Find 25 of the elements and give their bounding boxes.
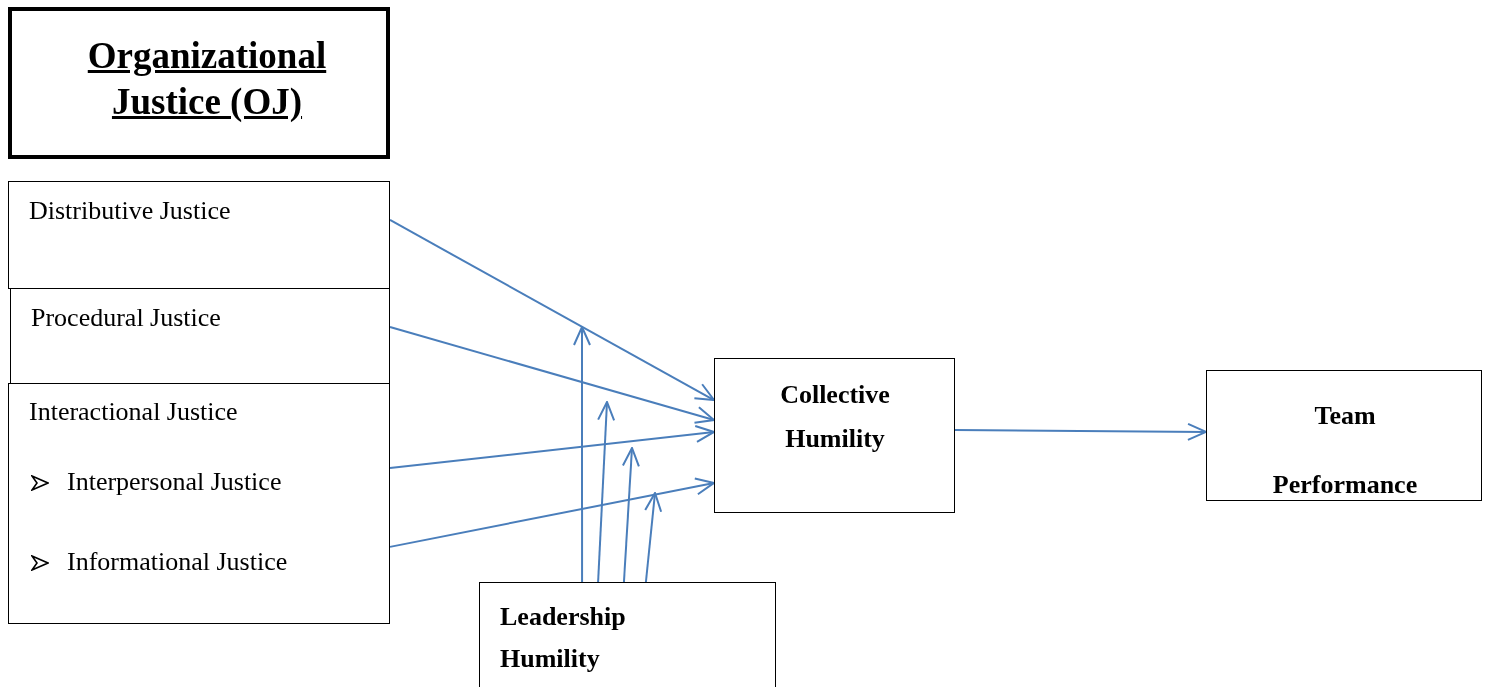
arrow [389, 326, 715, 424]
construct-box [10, 288, 390, 384]
construct-label: Interactional Justice [29, 397, 238, 427]
mediator-box [714, 358, 955, 513]
moderating-arrow [644, 492, 663, 583]
construct-label: Procedural Justice [31, 303, 221, 333]
list-item: Interpersonal Justice [67, 467, 282, 497]
construct-label: Leadership Humility [500, 601, 627, 675]
arrow [389, 477, 715, 548]
moderating-arrow [621, 447, 640, 583]
construct-label: Team Performance [1271, 400, 1419, 501]
diagram-heading: Organizational Justice (OJ) [86, 34, 328, 124]
construct-box [8, 383, 390, 624]
construct-label: Collective Humility [779, 379, 891, 455]
moderating-arrow [597, 401, 616, 583]
outcome-box [1206, 370, 1482, 501]
construct-box [8, 181, 390, 289]
arrow [389, 219, 715, 401]
construct-label: Distributive Justice [29, 196, 231, 226]
arrow [389, 425, 715, 470]
heading-box [8, 7, 390, 159]
arrow [954, 422, 1207, 441]
list-item: Informational Justice [67, 547, 288, 577]
moderating-arrow [573, 326, 591, 583]
moderator-box [479, 582, 776, 687]
